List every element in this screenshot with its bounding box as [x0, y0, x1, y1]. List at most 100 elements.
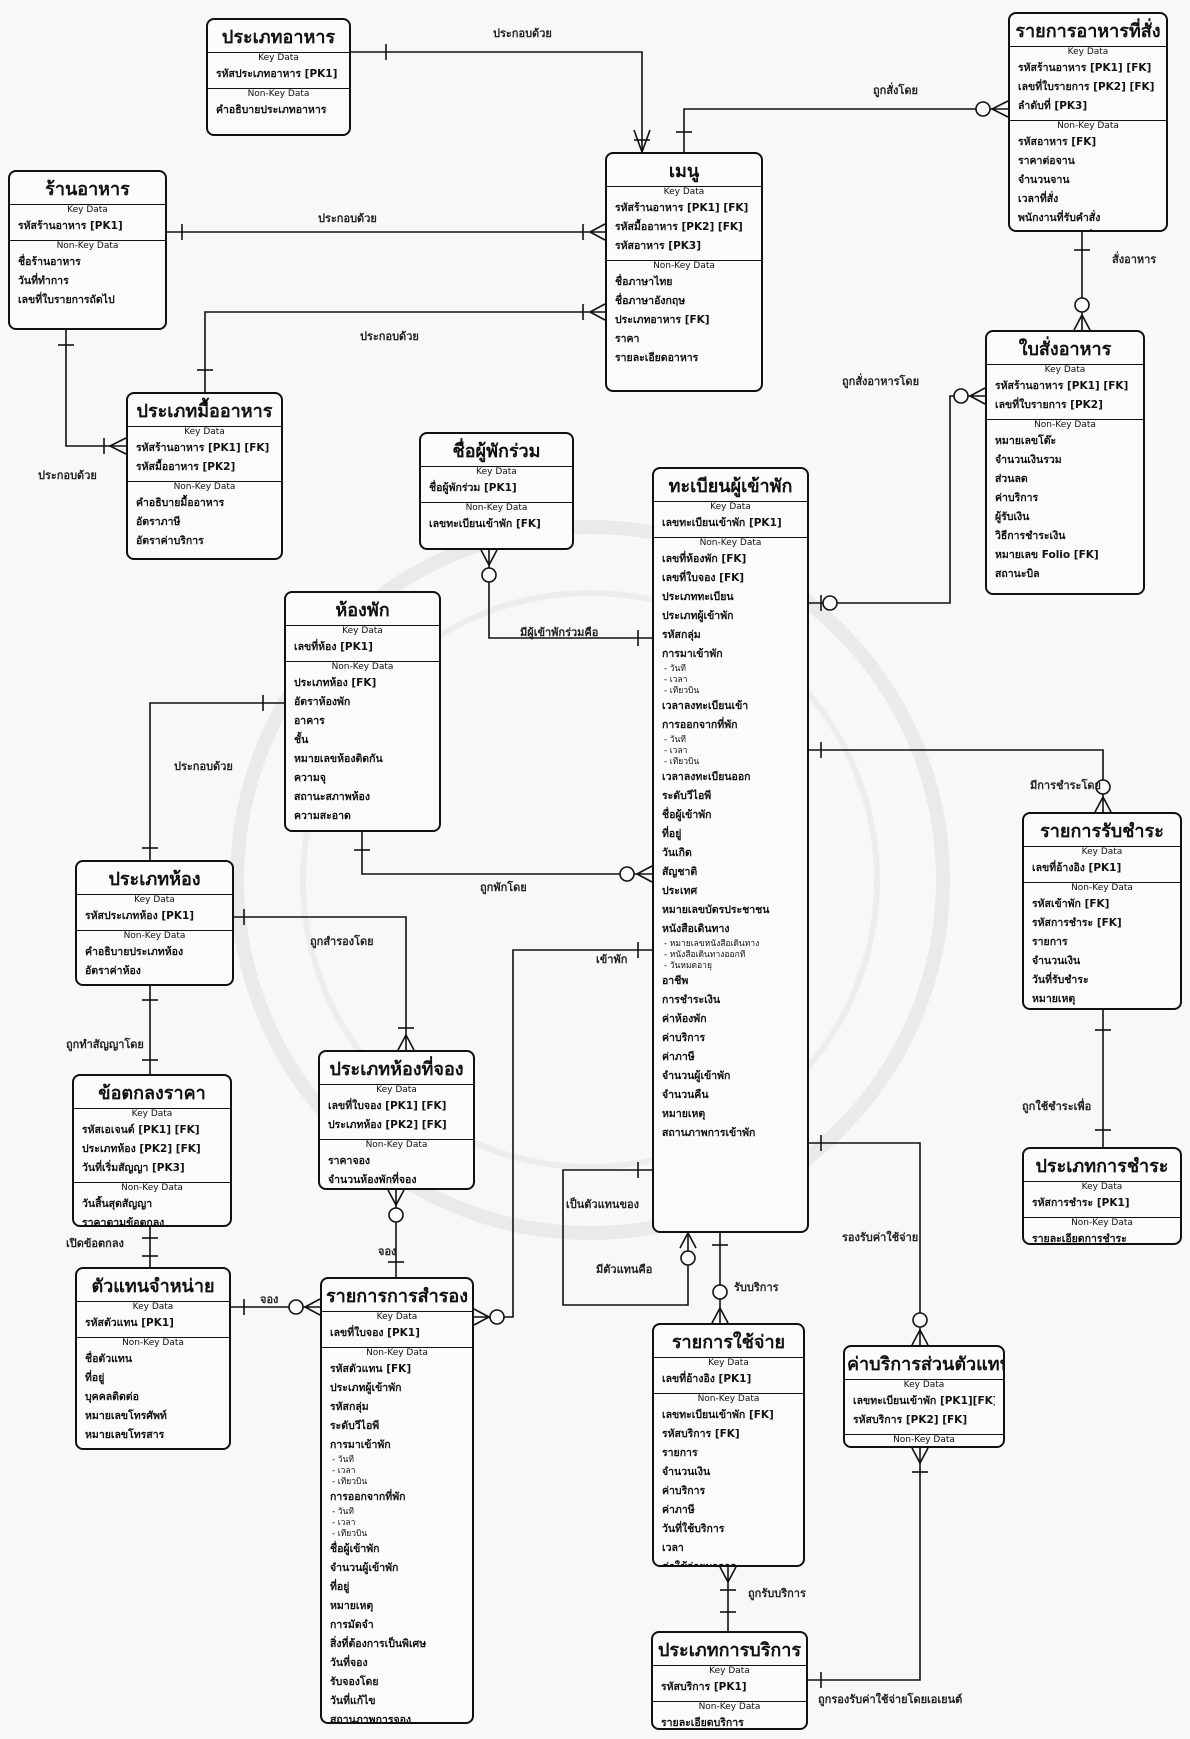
- attribute: ราคา: [615, 333, 640, 345]
- key-attribute-list: รหัสการชำระ [PK1]: [1024, 1193, 1180, 1216]
- attribute: คำอธิบายมื้ออาหาร: [136, 497, 225, 509]
- entity-title: ประเภทการชำระ: [1035, 1156, 1169, 1177]
- key-attribute-list: เลขที่อ้างอิง [PK1]: [654, 1369, 803, 1392]
- attribute: ชื่อร้านอาหาร: [18, 256, 81, 268]
- key-attribute-list: รหัสตัวแทน [PK1]: [77, 1313, 229, 1336]
- key-data-label: Key Data: [1024, 1181, 1180, 1193]
- attribute: ประเภทอาหาร [FK]: [615, 314, 710, 326]
- key-attribute-list: รหัสประเภทอาหาร [PK1]: [208, 64, 349, 87]
- key-attribute: เลขที่ใบรายการ [PK2] [FK]: [1018, 81, 1155, 93]
- attribute: จำนวนเงิน: [1032, 955, 1081, 967]
- key-attribute: ลำดับที่ [PK3]: [1018, 100, 1088, 112]
- entity-title: ข้อตกลงราคา: [98, 1083, 206, 1104]
- attribute: จำนวนจาน: [1018, 174, 1070, 186]
- non-key-data-label: Non-Key Data: [1010, 120, 1166, 132]
- attribute: จำนวนห้องพักที่จอง: [328, 1174, 417, 1186]
- sub-attribute: - เที่ยวบิน: [332, 1529, 368, 1539]
- attribute: ค่าใช้จ่ายมาจาก: [662, 1561, 737, 1567]
- line-foodtype-menu: [351, 51, 643, 152]
- non-key-data-label: Non-Key Data: [421, 502, 572, 514]
- attribute: ประเภททะเบียน: [662, 591, 734, 603]
- non-key-data-label: Non-Key Data: [77, 930, 232, 942]
- rel-label-rest-menu: ประกอบด้วย: [318, 212, 377, 225]
- non-key-attribute-list: ชื่อภาษาไทยชื่อภาษาอังกฤษประเภทอาหาร [FK…: [607, 272, 761, 371]
- attribute: การชำระเงิน: [662, 994, 721, 1006]
- non-key-attribute-list: ราคาจองจำนวนห้องพักที่จอง: [320, 1151, 473, 1188]
- attribute: หมายเลขโต๊ะ: [995, 435, 1057, 447]
- sub-attribute: - วันที่: [664, 664, 686, 674]
- rel-label-expense-service: ถูกรับบริการ: [748, 1587, 806, 1600]
- attribute: วันที่แก้ไข: [330, 1695, 376, 1707]
- key-attribute-list: รหัสร้านอาหาร [PK1] [FK]รหัสมื้ออาหาร [P…: [607, 198, 761, 259]
- attribute: ผู้รับเงิน: [995, 511, 1030, 523]
- attribute: การมัดจำ: [330, 1619, 374, 1631]
- attribute: ค่าบริการ: [662, 1485, 706, 1497]
- attribute: ระดับวีไอพี: [330, 1420, 380, 1432]
- sub-attribute: - เที่ยวบิน: [332, 1477, 368, 1487]
- attribute: จำนวนเงิน: [662, 1466, 711, 1478]
- attribute: อัตราห้องพัก: [294, 696, 351, 708]
- entity-title: รายการการสำรอง: [325, 1286, 469, 1307]
- attribute: ส่วนลด: [995, 473, 1028, 485]
- rel-label-paytype: ถูกใช้ชำระเพื่อ: [1022, 1100, 1092, 1113]
- attribute: อัตราภาษี: [136, 516, 181, 528]
- attribute: หมายเลขใบคำสั่ง: [1018, 228, 1158, 230]
- rel-label-foodtype-menu: ประกอบด้วย: [493, 27, 552, 40]
- non-key-attribute-list: ชื่อร้านอาหารวันที่ทำการเลขที่ใบรายการถั…: [10, 252, 165, 313]
- attribute: หมายเหตุ: [330, 1600, 374, 1612]
- non-key-data-label: Non-Key Data: [320, 1139, 473, 1151]
- attribute: วันสิ้นสุดสัญญา: [82, 1198, 153, 1210]
- key-attribute: เลขที่ห้อง [PK1]: [294, 641, 373, 653]
- key-attribute: เลขที่ใบจอง [PK1] [FK]: [328, 1100, 447, 1112]
- attribute: ชื่อภาษาอังกฤษ: [615, 295, 686, 307]
- non-key-attribute-list: รายละเอียดบริการ: [653, 1713, 806, 1728]
- attribute: จำนวนผู้เข้าพัก: [662, 1070, 731, 1082]
- key-data-label: Key Data: [845, 1379, 1003, 1391]
- key-data-label: Key Data: [1024, 846, 1180, 858]
- attribute: ค่าบริการ: [995, 492, 1039, 504]
- rel-label-order-menu: ถูกสั่งโดย: [873, 84, 918, 97]
- attribute: ประเภทห้อง [FK]: [294, 677, 377, 689]
- key-data-label: Key Data: [74, 1108, 230, 1120]
- non-key-data-label: Non-Key Data: [1024, 882, 1180, 894]
- rel-label-cotenant: มีผู้เข้าพักร่วมคือ: [520, 626, 599, 639]
- non-key-attribute-list: ประเภทห้อง [FK]อัตราห้องพักอาคารชั้นหมาย…: [286, 673, 439, 829]
- key-data-label: Key Data: [607, 186, 761, 198]
- attribute: ชื่อผู้เข้าพัก: [662, 809, 712, 821]
- key-attribute: รหัสบริการ [PK1]: [661, 1681, 747, 1693]
- attribute: ค่าบริการ: [662, 1032, 706, 1044]
- key-attribute-list: รหัสประเภทห้อง [PK1]: [77, 906, 232, 929]
- key-data-label: Key Data: [654, 501, 807, 513]
- entity-title: ชื่อผู้พักร่วม: [452, 441, 541, 462]
- attribute: ราคาต่อจาน: [1018, 155, 1075, 167]
- line-reg-agentsvc: [809, 1142, 921, 1345]
- attribute: เลขที่ใบรายการถัดไป: [18, 294, 115, 306]
- non-key-attribute-list: [845, 1446, 1003, 1448]
- key-attribute: รหัสร้านอาหาร [PK1] [FK]: [615, 202, 749, 214]
- sub-attribute: - หนังสือเดินทางออกที่: [664, 950, 746, 960]
- sub-attribute: - วันที่: [332, 1507, 354, 1517]
- attribute: อัตราค่าบริการ: [136, 535, 204, 547]
- non-key-data-label: Non-Key Data: [128, 481, 281, 493]
- attribute: รายการ: [1032, 936, 1068, 948]
- non-key-attribute-list: รายละเอียดการชำระ: [1024, 1229, 1180, 1243]
- non-key-attribute-list: คำอธิบายมื้ออาหารอัตราภาษีอัตราค่าบริการ: [128, 493, 281, 554]
- attribute: ราคาตามข้อตกลง: [82, 1217, 165, 1227]
- attribute: หมายเหตุ: [1032, 993, 1076, 1005]
- key-attribute: เลขที่อ้างอิง [PK1]: [1032, 862, 1122, 874]
- key-attribute: รหัสร้านอาหาร [PK1]: [18, 220, 123, 232]
- line-room-reg: [361, 832, 652, 875]
- rel-label-represent: เป็นตัวแทนของ: [566, 1198, 639, 1211]
- non-key-data-label: Non-Key Data: [607, 260, 761, 272]
- attribute: ราคาจอง: [328, 1155, 371, 1167]
- rel-label-order-reg: ถูกสั่งอาหารโดย: [842, 375, 920, 388]
